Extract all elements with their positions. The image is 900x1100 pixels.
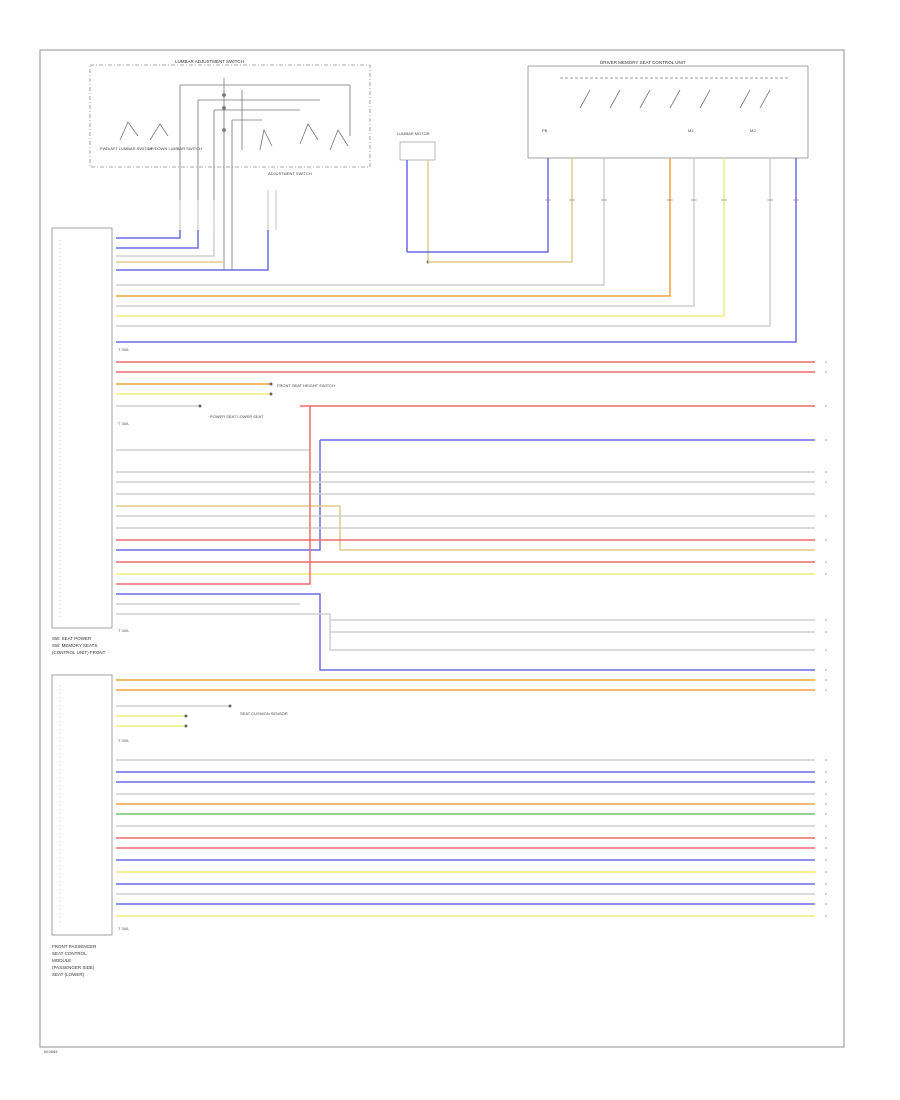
module-label-pb: PB — [542, 128, 548, 133]
lumbar-switch: LUMBAR ADJUSTMENT SWITCH FWD/AFT LUMBAR … — [89, 59, 371, 270]
seat-switch-2-label: POWER SEAT LOWER SEAT — [210, 414, 264, 419]
section2-footer: T 30A — [118, 421, 129, 426]
lumbar-motor-label: LUMBAR MOTOR — [397, 131, 430, 136]
wire-group-4 — [116, 679, 815, 727]
front-sensor-label-3: MODULE — [52, 958, 71, 963]
front-sensor-label-2: SEAT CONTROL — [52, 951, 87, 956]
wire-group-1 — [116, 230, 269, 271]
section3-footer: T 30A — [118, 628, 129, 633]
section5-footer: T 30A — [118, 926, 129, 931]
wire-group-5 — [116, 759, 815, 917]
diagram-frame — [39, 49, 845, 1048]
section1-footer: T 30A — [118, 347, 129, 352]
page-ref: W.0084 — [44, 1049, 58, 1054]
fwd-pump-label: FWD/AFT LUMBAR SWITCH — [100, 146, 152, 151]
wire-group-3 — [116, 406, 815, 671]
lumbar-motor: LUMBAR MOTOR — [397, 131, 436, 264]
adjustment-switch-label: ADJUSTMENT SWITCH — [268, 171, 312, 176]
left-module-label-1: SW: SEAT POWER — [52, 636, 92, 641]
front-sensor: FRONT PASSENGER SEAT CONTROL MODULE (PAS… — [51, 674, 113, 977]
left-module-label-3: (CONTROL UNIT) FRONT — [52, 650, 106, 655]
front-sensor-label-5: SEAT (LOWER) — [52, 972, 85, 977]
section4-footer: T 30A — [118, 738, 129, 743]
module-label-m1: M1 — [688, 128, 694, 133]
driver-module-title: DRIVER MEMORY SEAT CONTROL UNIT — [600, 60, 686, 65]
lumbar-switch-title: LUMBAR ADJUSTMENT SWITCH — [175, 59, 244, 64]
wire-group-2 — [116, 361, 815, 407]
module-label-m2: M2 — [750, 128, 756, 133]
left-module-label-2: SW: MEMORY SEATS — [52, 643, 97, 648]
right-terminals — [825, 361, 827, 917]
front-sensor-label-1: FRONT PASSENGER — [52, 944, 97, 949]
front-sensor-label-4: (PASSENGER SIDE) — [52, 965, 95, 970]
up-pump-label: UP/DOWN LUMBAR SWITCH — [148, 146, 202, 151]
driver-switch-label: SEAT CUSHION SENSOR — [240, 711, 288, 716]
seat-switch-1-label: FRONT SEAT HEIGHT SWITCH — [277, 383, 335, 388]
driver-module: DRIVER MEMORY SEAT CONTROL UNIT PB M1 M2 — [116, 60, 809, 343]
left-module: SW: SEAT POWER SW: MEMORY SEATS (CONTROL… — [51, 227, 113, 655]
